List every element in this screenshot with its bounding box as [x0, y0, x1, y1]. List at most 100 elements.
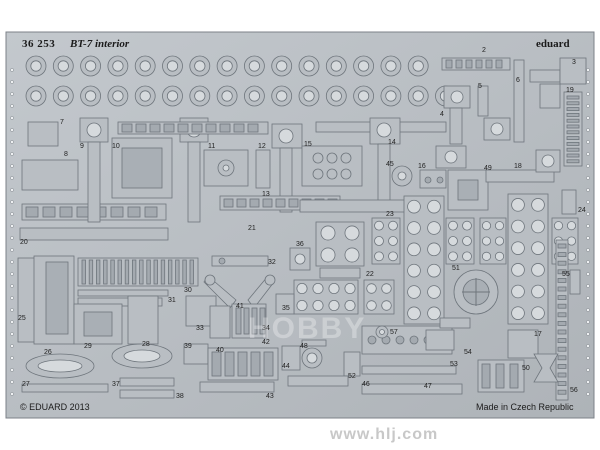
edge-hole [10, 260, 14, 264]
plate-inner [457, 179, 479, 201]
edge-hole [586, 68, 590, 72]
part-number-45: 45 [386, 161, 394, 168]
part-number-17: 17 [534, 331, 542, 338]
frame-hole [490, 122, 504, 136]
part-inner [45, 261, 69, 335]
grid-slot [481, 363, 491, 389]
strip-slot [557, 243, 567, 249]
edge-hole [586, 200, 590, 204]
frame-hole [444, 150, 458, 164]
part-number-51: 51 [452, 265, 460, 272]
part-12 [255, 149, 271, 189]
washer-hole [303, 60, 315, 72]
grid-hole [566, 251, 577, 261]
frame-leg [449, 107, 463, 145]
part-number-52: 52 [348, 373, 356, 380]
grid-hole [388, 220, 398, 231]
grid-hole [462, 236, 472, 246]
edge-hole [586, 320, 590, 324]
edge-hole [586, 296, 590, 300]
edge-hole [10, 332, 14, 336]
grid-hole [407, 285, 421, 299]
washer-hole [385, 60, 397, 72]
grid-hole [374, 220, 384, 231]
grid-hole [511, 306, 525, 320]
edge-hole [586, 236, 590, 240]
plate-part-15 [301, 145, 363, 187]
edge-hole [586, 308, 590, 312]
oval-hole [123, 349, 161, 363]
strip-slot [177, 123, 189, 133]
edge-hole [586, 368, 590, 372]
edge-hole [10, 296, 14, 300]
copyright-text: © EDUARD 2013 [20, 402, 90, 412]
part-number-53: 53 [450, 361, 458, 368]
grid-slot [495, 363, 505, 389]
strip-slot [557, 355, 567, 361]
washer-hole [139, 60, 151, 72]
grid-hole [448, 220, 458, 231]
bolt [395, 335, 405, 345]
etched-parts [17, 55, 587, 401]
lever-pivot [264, 274, 276, 286]
grate-slot [146, 259, 151, 285]
grate-slot [81, 259, 86, 285]
grid-hole [531, 198, 545, 212]
part-number-20: 20 [20, 239, 28, 246]
grid-hole [407, 306, 421, 321]
part-number-29: 29 [84, 343, 92, 350]
part-44 [281, 345, 301, 371]
part-number-44: 44 [282, 363, 290, 370]
bolt [409, 335, 419, 345]
part-number-34: 34 [262, 325, 270, 332]
grid-hole [511, 284, 525, 299]
grate-slot [88, 259, 94, 285]
strip-slot [121, 123, 133, 133]
part-number-11: 11 [208, 143, 215, 150]
grid-hole [531, 219, 545, 234]
washer-hole [57, 90, 69, 102]
strip-slot [557, 372, 567, 378]
edge-hole [586, 392, 590, 396]
grid-hole [462, 220, 472, 231]
washer-hole [412, 90, 424, 102]
site-watermark: www.hlj.com [330, 426, 439, 443]
edge-hole [586, 104, 590, 108]
part-52 [343, 351, 361, 377]
edge-hole [10, 128, 14, 132]
edge-hole [586, 80, 590, 84]
grid-hole [344, 225, 360, 241]
strip-slot [76, 206, 90, 218]
part-number-43: 43 [266, 393, 274, 400]
ladder-rung [566, 95, 580, 100]
ring-hole [397, 171, 407, 181]
grid-hole [494, 251, 505, 261]
strip-slot [110, 206, 124, 218]
washer-hole [330, 60, 342, 72]
strip-part [77, 289, 169, 297]
washer-hole [330, 90, 342, 102]
grid-hole [366, 300, 377, 311]
edge-hole [10, 272, 14, 276]
part-number-35: 35 [282, 305, 290, 312]
strip-slot [445, 59, 453, 69]
edge-hole [586, 128, 590, 132]
grid-hole [531, 306, 545, 320]
part-number-22: 22 [366, 271, 374, 278]
washer-hole [357, 90, 370, 102]
bracket-part [559, 57, 587, 85]
grid-hole [320, 225, 336, 241]
grid-slot [224, 351, 235, 377]
part-number-12: 12 [258, 143, 266, 150]
washer-hole [30, 90, 42, 102]
grid-slot [259, 307, 266, 335]
edge-hole [10, 356, 14, 360]
edge-hole [10, 92, 14, 96]
part-number-27: 27 [22, 381, 30, 388]
edge-hole [10, 200, 14, 204]
bracket-part [529, 69, 561, 83]
washer-hole [112, 90, 124, 102]
edge-hole [586, 152, 590, 156]
grid-hole [407, 221, 421, 235]
washer-hole [85, 90, 97, 102]
